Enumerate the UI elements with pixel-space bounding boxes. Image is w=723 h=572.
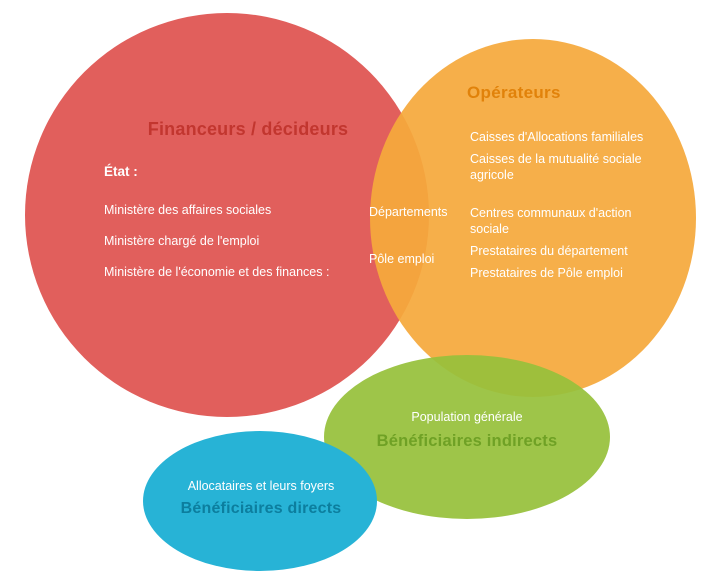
overlap-list-item: Pôle emploi [369,252,435,266]
financeurs-list-item: Ministère de l'économie et des finances … [104,265,330,279]
directs-title: Bénéficiaires directs [180,500,342,517]
indirects-title: Bénéficiaires indirects [376,432,558,450]
operateurs-list-item: Centres communaux d'action sociale [470,206,632,236]
operateurs-list-item: Prestataires du département [470,244,628,258]
operateurs-circle [370,39,696,397]
operateurs-list-item: Prestataires de Pôle emploi [470,266,623,280]
operateurs-list-item: Caisses de la mutualité sociale agricole [470,152,642,182]
directs-label: Allocataires et leurs foyers [187,479,335,493]
financeurs-circle [25,13,429,417]
operateurs-list-item: Caisses d'Allocations familiales [470,130,644,144]
beneficiaires-directs-ellipse [143,431,377,571]
financeurs-list-item: Ministère des affaires sociales [104,203,272,217]
financeurs-title: Financeurs / décideurs [147,119,349,139]
indirects-label: Population générale [411,410,523,424]
overlap-list-item: Départements [369,205,448,219]
etat-heading: État : [104,164,138,179]
beneficiaires-indirects-ellipse [324,355,610,519]
financeurs-list-item: Ministère chargé de l'emploi [104,234,260,248]
operateurs-title: Opérateurs [467,83,561,102]
